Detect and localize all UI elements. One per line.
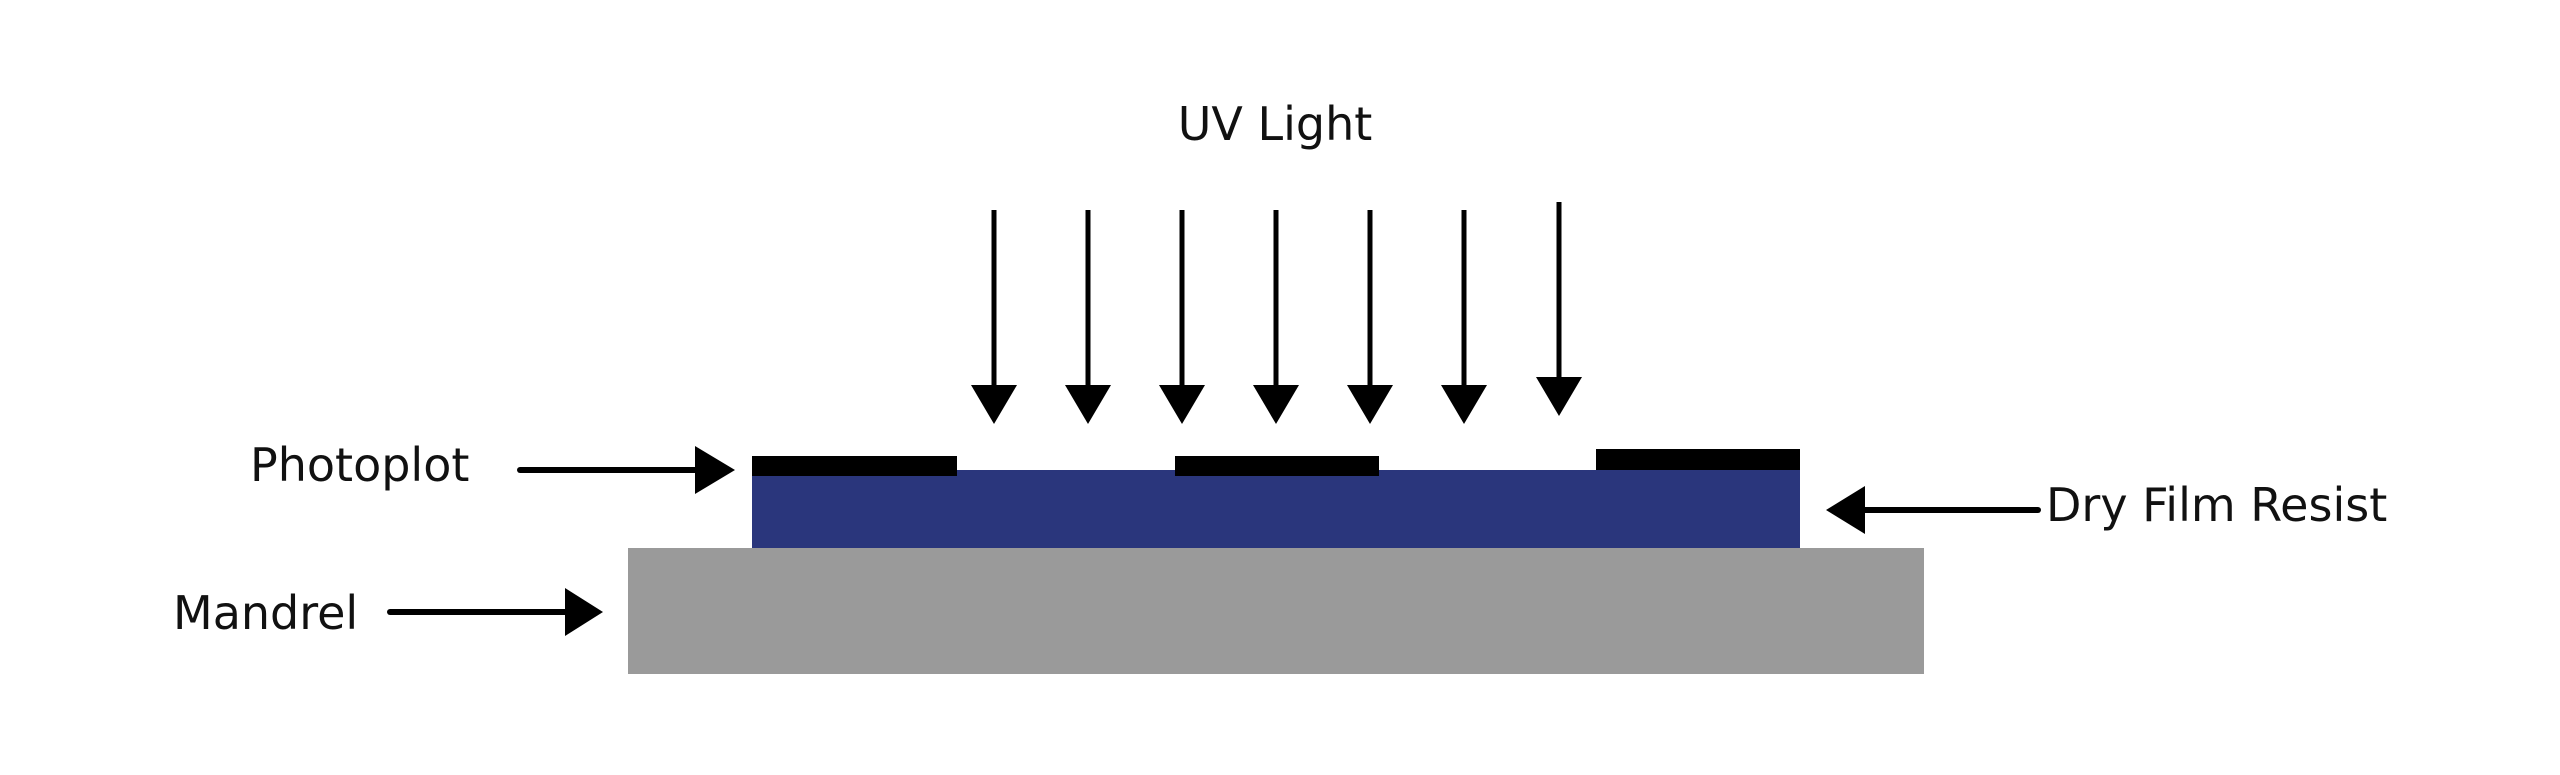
photoplot-segment: [1175, 456, 1379, 476]
mandrel-pointer-arrow: [387, 588, 603, 636]
uv-light-label: UV Light: [1178, 97, 1373, 151]
photoplot-label: Photoplot: [250, 438, 469, 492]
uv-arrow: [1253, 210, 1299, 424]
uv-arrow: [1065, 210, 1111, 424]
mandrel-layer: [628, 548, 1924, 674]
mandrel-label: Mandrel: [173, 586, 358, 640]
dry-film-resist-label: Dry Film Resist: [2046, 478, 2387, 532]
photoplot-segment: [752, 456, 957, 476]
uv-arrow: [1159, 210, 1205, 424]
photoplot-segment: [1596, 449, 1800, 470]
uv-arrow: [1441, 210, 1487, 424]
uv-light-arrows: [971, 202, 1582, 424]
uv-arrow: [1347, 210, 1393, 424]
dry-film-resist-pointer-arrow: [1826, 486, 2041, 534]
photoplot-mask: [752, 449, 1800, 476]
uv-arrow: [1536, 202, 1582, 416]
uv-arrow: [971, 210, 1017, 424]
photoplot-pointer-arrow: [517, 446, 735, 494]
dry-film-resist-layer: [752, 470, 1800, 548]
